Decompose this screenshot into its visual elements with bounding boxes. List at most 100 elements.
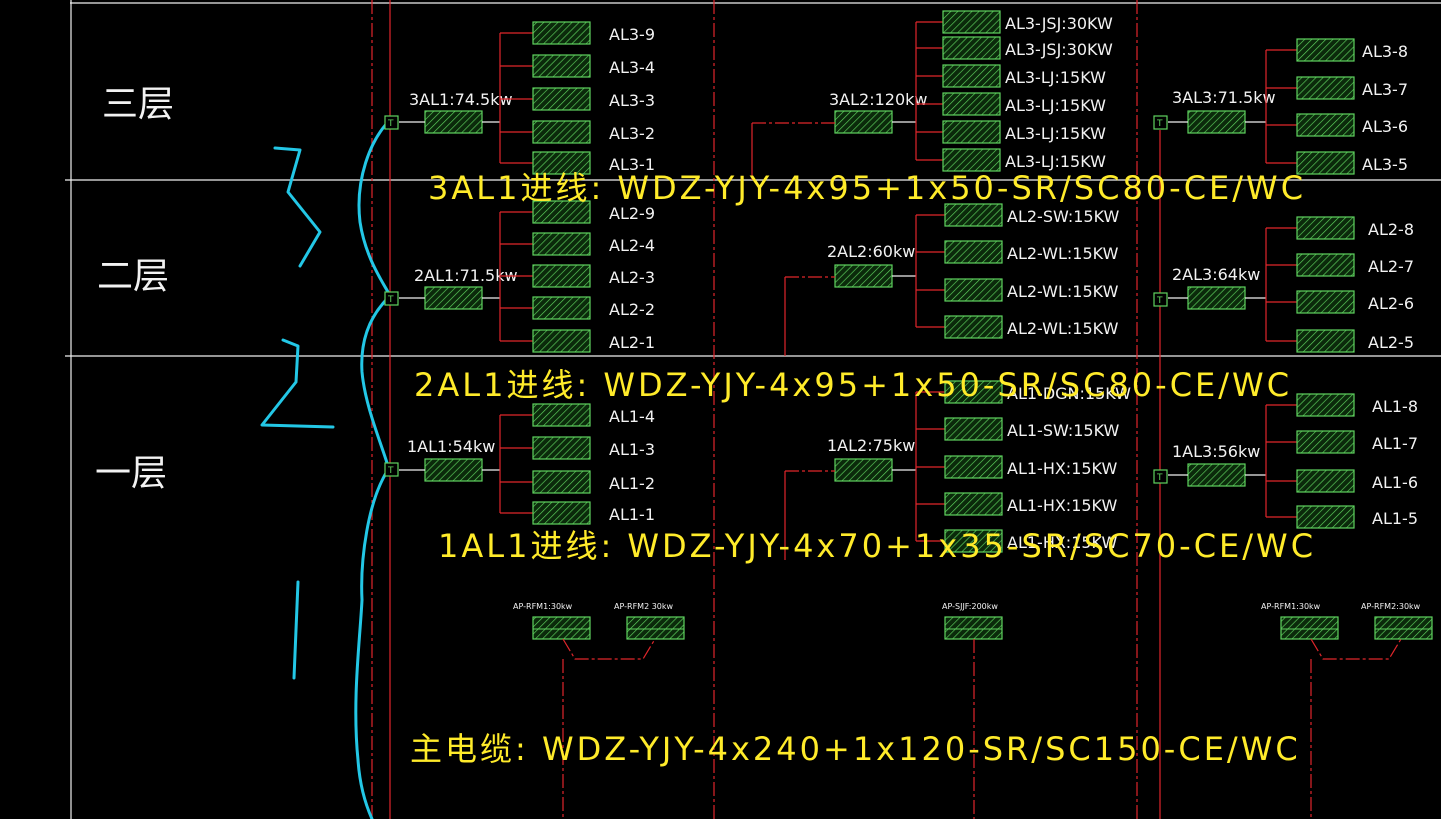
panel-box <box>834 264 893 288</box>
panel-box <box>1187 286 1246 310</box>
circuit-label: AL2-5 <box>1368 333 1414 352</box>
panel-box <box>424 458 483 482</box>
circuit-box <box>1296 469 1355 493</box>
circuit-box <box>532 120 591 144</box>
cable-label-3f: 3AL1进线: WDZ-YJY-4x95+1x50-SR/SC80-CE/WC <box>428 169 1306 207</box>
circuit-box <box>942 10 1001 34</box>
floor-label-2: 二层 <box>97 256 169 297</box>
ap-label: AP-RFM1:30kw <box>1261 602 1321 611</box>
circuit-label: AL2-SW:15KW <box>1007 207 1120 226</box>
circuit-label: AL1-7 <box>1372 434 1418 453</box>
ap-wire <box>1310 638 1402 660</box>
distribution-groups: 3AL1:74.5kwTAL3-9AL3-4AL3-3AL3-2AL3-13AL… <box>384 10 1433 819</box>
circuit-label: AL1-6 <box>1372 473 1418 492</box>
circuit-box <box>944 417 1003 441</box>
panel-box <box>424 110 483 134</box>
panel-group-g3b: 3AL2:120kw AL3-JSJ:30KW AL3-JSJ:30KW AL3-LJ… <box>751 10 1113 180</box>
circuit-label: AL2-9 <box>609 204 655 223</box>
circuit-label: AL1-4 <box>609 407 655 426</box>
circuit-label: AL2-WL:15KW <box>1007 319 1119 338</box>
circuit-box <box>944 455 1003 479</box>
circuit-box <box>942 148 1001 172</box>
circuit-label: AL3-LJ:15KW <box>1005 96 1106 115</box>
switch-box <box>384 462 399 477</box>
circuit-box <box>1296 290 1355 314</box>
cable-label-1f: 1AL1进线: WDZ-YJY-4x70+1x35-SR/SC70-CE/WC <box>438 527 1316 565</box>
circuit-label: AL1-DGN:15KW <box>1007 384 1131 403</box>
circuit-box <box>944 380 1003 404</box>
panel-label: 2AL2:60kw <box>827 242 915 261</box>
circuit-box <box>532 54 591 78</box>
panel-group-g2b: 2AL2:60kw AL2-SW:15KW AL2-WL:15KW AL2-WL:15… <box>784 203 1120 356</box>
circuit-label: AL3-LJ:15KW <box>1005 124 1106 143</box>
circuit-label: AL1-3 <box>609 440 655 459</box>
circuit-box <box>532 264 591 288</box>
circuit-box <box>532 501 591 525</box>
circuit-label: AL3-6 <box>1362 117 1408 136</box>
ap-box <box>1374 616 1433 640</box>
circuit-box <box>942 36 1001 60</box>
panel-label: 3AL3:71.5kw <box>1172 88 1276 107</box>
circuit-label: AL1-HX:15KW <box>1007 459 1117 478</box>
circuit-label: AL3-JSJ:30KW <box>1005 40 1113 59</box>
panel-box <box>834 110 893 134</box>
cable-label-main: 主电缆: WDZ-YJY-4x240+1x120-SR/SC150-CE/WC <box>410 730 1301 768</box>
switch-box <box>1153 292 1168 307</box>
panel-label: 1AL2:75kw <box>827 436 915 455</box>
switch-letter: T <box>387 295 394 305</box>
circuit-label: AL2-WL:15KW <box>1007 282 1119 301</box>
circuit-box <box>532 151 591 175</box>
circuit-label: AL3-JSJ:30KW <box>1005 14 1113 33</box>
panel-label: 1AL3:56kw <box>1172 442 1260 461</box>
circuit-box <box>942 120 1001 144</box>
circuit-label: AL3-LJ:15KW <box>1005 152 1106 171</box>
panel-group-g1b: 1AL2:75kw AL1-DGN:15KW AL1-SW:15KW AL1-HX:1… <box>784 380 1131 560</box>
circuit-box <box>1296 393 1355 417</box>
panel-label: 2AL3:64kw <box>1172 265 1260 284</box>
circuit-label: AL2-7 <box>1368 257 1414 276</box>
frame-lines <box>65 0 1441 819</box>
circuit-label: AL3-1 <box>609 155 655 174</box>
circuit-label: AL1-8 <box>1372 397 1418 416</box>
circuit-box <box>944 529 1003 553</box>
circuit-label: AL3-9 <box>609 25 655 44</box>
ap-label: AP-RFM1:30kw <box>513 602 573 611</box>
switch-box <box>384 115 399 130</box>
circuit-box <box>944 203 1003 227</box>
panel-label: 3AL1:74.5kw <box>409 90 513 109</box>
annotation-marks <box>260 118 392 819</box>
circuit-box <box>944 315 1003 339</box>
circuit-box <box>942 64 1001 88</box>
ap-wire <box>562 638 656 660</box>
circuit-label: AL2-2 <box>609 300 655 319</box>
ap-box <box>944 616 1003 640</box>
circuit-label: AL1-HX:15KW <box>1007 533 1117 552</box>
switch-letter: T <box>1156 119 1163 129</box>
switch-letter: T <box>387 466 394 476</box>
circuit-box <box>1296 430 1355 454</box>
circuit-label: AL3-3 <box>609 91 655 110</box>
panel-box <box>1187 463 1246 487</box>
floor-label-3: 三层 <box>102 84 174 125</box>
panel-box <box>424 286 483 310</box>
circuit-box <box>1296 216 1355 240</box>
circuit-label: AL2-8 <box>1368 220 1414 239</box>
ap-box <box>532 616 591 640</box>
circuit-box <box>944 278 1003 302</box>
switch-letter: T <box>1156 473 1163 483</box>
switch-letter: T <box>387 119 394 129</box>
circuit-box <box>1296 329 1355 353</box>
circuit-box <box>944 240 1003 264</box>
panel-label: 1AL1:54kw <box>407 437 495 456</box>
circuit-box <box>532 21 591 45</box>
circuit-label: AL1-SW:15KW <box>1007 421 1120 440</box>
circuit-box <box>1296 38 1355 62</box>
circuit-label: AL2-1 <box>609 333 655 352</box>
panel-label: 2AL1:71.5kw <box>414 266 518 285</box>
panel-label: 3AL2:120kw <box>829 90 928 109</box>
ap-label: AP-RFM2:30kw <box>1361 602 1421 611</box>
circuit-label: AL1-2 <box>609 474 655 493</box>
